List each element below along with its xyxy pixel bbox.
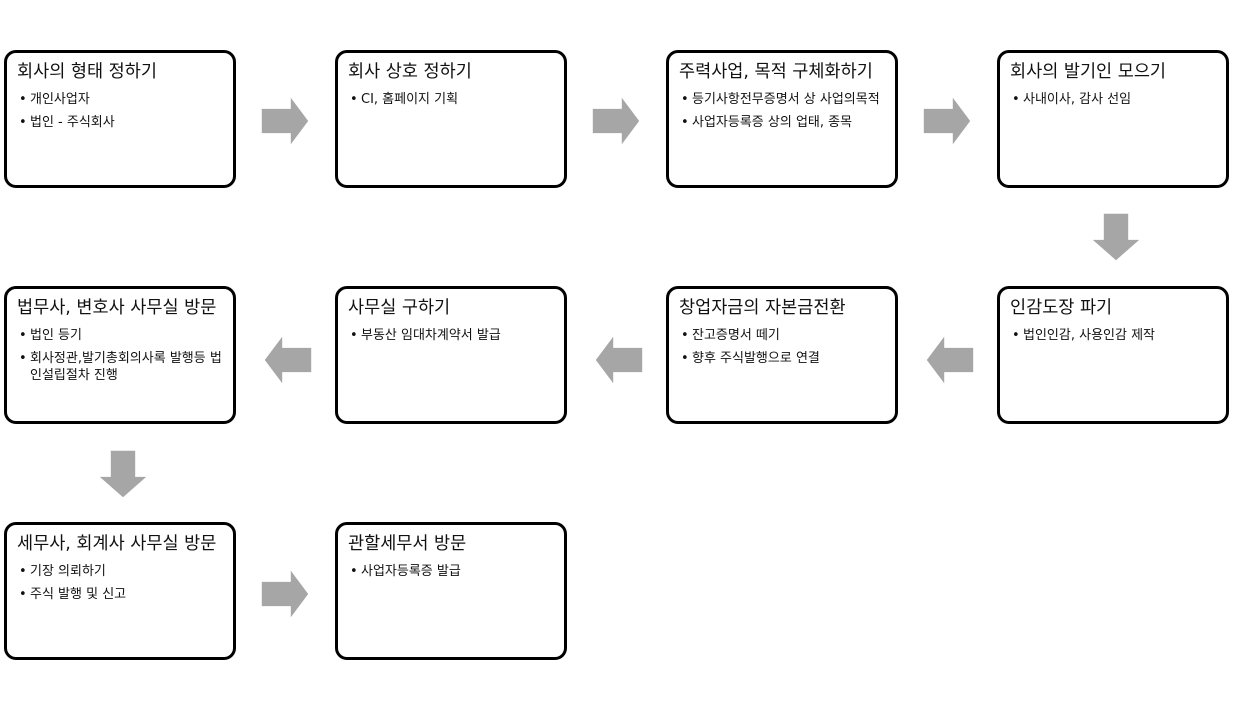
step-item-text: 등기사항전무증명서 상 사업의목적 [692,92,880,107]
arrow-right-icon [256,92,314,150]
step-item-text: 향후 주식발행으로 연결 [692,351,820,366]
step-item: •사업자등록증 발급 [348,563,556,580]
bullet-icon: • [1012,92,1020,107]
step-item-text: 법인 등기 [30,328,82,343]
step-item-list: •CI, 홈페이지 기획 [348,91,556,108]
step-item: •법인 - 주식회사 [17,114,225,131]
step-item-text: 법인인감, 사용인감 제작 [1023,328,1155,343]
step-item-list: •법인 등기•회사정관,발기총회의사록 발행등 법인설립절차 진행 [17,327,225,384]
step-item-text: 기장 의뢰하기 [30,564,106,579]
step-box-2: 회사 상호 정하기 •CI, 홈페이지 기획 [335,50,567,188]
step-item-list: •기장 의뢰하기•주식 발행 및 신고 [17,563,225,603]
step-item-text: CI, 홈페이지 기획 [361,92,459,107]
step-item-text: 사업자등록증 발급 [361,564,461,579]
bullet-icon: • [350,328,358,343]
bullet-icon: • [19,564,27,579]
step-item-text: 사내이사, 감사 선임 [1023,92,1132,107]
step-item-list: •부동산 임대차계약서 발급 [348,327,556,344]
step-item-list: •등기사항전무증명서 상 사업의목적•사업자등록증 상의 업태, 종목 [679,91,887,131]
step-item-list: •사업자등록증 발급 [348,563,556,580]
bullet-icon: • [19,351,27,366]
step-title: 법무사, 변호사 사무실 방문 [17,298,217,318]
step-title: 인감도장 파기 [1010,298,1113,318]
bullet-icon: • [19,115,27,130]
step-box-1: 회사의 형태 정하기•개인사업자•법인 - 주식회사 [4,50,236,188]
step-item: •부동산 임대차계약서 발급 [348,327,556,344]
step-title: 세무사, 회계사 사무실 방문 [17,534,217,554]
bullet-icon: • [19,587,27,602]
step-item-text: 주식 발행 및 신고 [30,587,127,602]
arrow-down-icon [94,445,152,503]
step-item: •등기사항전무증명서 상 사업의목적 [679,91,887,108]
step-title: 회사의 발기인 모으기 [1010,62,1167,82]
bullet-icon: • [681,92,689,107]
step-item: •법인 등기 [17,327,225,344]
bullet-icon: • [19,328,27,343]
arrow-right-icon [587,92,645,150]
step-item-text: 회사정관,발기총회의사록 발행등 법인설립절차 진행 [30,351,222,383]
step-item: •주식 발행 및 신고 [17,586,225,603]
step-box-8: 법무사, 변호사 사무실 방문•법인 등기•회사정관,발기총회의사록 발행등 법… [4,286,236,424]
step-item: •CI, 홈페이지 기획 [348,91,556,108]
step-box-5: 인감도장 파기 •법인인감, 사용인감 제작 [997,286,1229,424]
arrow-left-icon [590,331,648,389]
bullet-icon: • [681,115,689,130]
step-item: •향후 주식발행으로 연결 [679,350,887,367]
step-item: •기장 의뢰하기 [17,563,225,580]
step-item: •법인인감, 사용인감 제작 [1010,327,1218,344]
step-item-text: 부동산 임대차계약서 발급 [361,328,501,343]
bullet-icon: • [19,92,27,107]
step-item: •잔고증명서 떼기 [679,327,887,344]
step-title: 주력사업, 목적 구체화하기 [679,62,873,82]
bullet-icon: • [681,351,689,366]
step-box-3: 주력사업, 목적 구체화하기•등기사항전무증명서 상 사업의목적•사업자등록증 … [666,50,898,188]
arrow-right-icon [256,565,314,623]
step-item: •개인사업자 [17,91,225,108]
step-item: •회사정관,발기총회의사록 발행등 법인설립절차 진행 [17,350,225,384]
step-box-10: 관할세무서 방문 •사업자등록증 발급 [335,522,567,660]
step-box-7: 사무실 구하기 •부동산 임대차계약서 발급 [335,286,567,424]
step-item-text: 개인사업자 [30,92,90,107]
step-item-list: •잔고증명서 떼기•향후 주식발행으로 연결 [679,327,887,367]
step-title: 사무실 구하기 [348,298,451,318]
bullet-icon: • [681,328,689,343]
step-box-6: 창업자금의 자본금전환•잔고증명서 떼기•향후 주식발행으로 연결 [666,286,898,424]
step-item-list: •법인인감, 사용인감 제작 [1010,327,1218,344]
bullet-icon: • [1012,328,1020,343]
arrow-left-icon [259,331,317,389]
step-title: 창업자금의 자본금전환 [679,298,846,318]
step-box-4: 회사의 발기인 모으기 •사내이사, 감사 선임 [997,50,1229,188]
step-title: 관할세무서 방문 [348,534,467,554]
bullet-icon: • [350,564,358,579]
step-title: 회사 상호 정하기 [348,62,472,82]
step-item-text: 법인 - 주식회사 [30,115,115,130]
step-item-text: 잔고증명서 떼기 [692,328,780,343]
step-item-list: •개인사업자•법인 - 주식회사 [17,91,225,131]
step-item-list: •사내이사, 감사 선임 [1010,91,1218,108]
bullet-icon: • [350,92,358,107]
arrow-right-icon [918,92,976,150]
arrow-down-icon [1087,208,1145,266]
step-item: •사내이사, 감사 선임 [1010,91,1218,108]
step-item: •사업자등록증 상의 업태, 종목 [679,114,887,131]
step-title: 회사의 형태 정하기 [17,62,157,82]
step-box-9: 세무사, 회계사 사무실 방문•기장 의뢰하기•주식 발행 및 신고 [4,522,236,660]
step-item-text: 사업자등록증 상의 업태, 종목 [692,115,853,130]
arrow-left-icon [921,331,979,389]
